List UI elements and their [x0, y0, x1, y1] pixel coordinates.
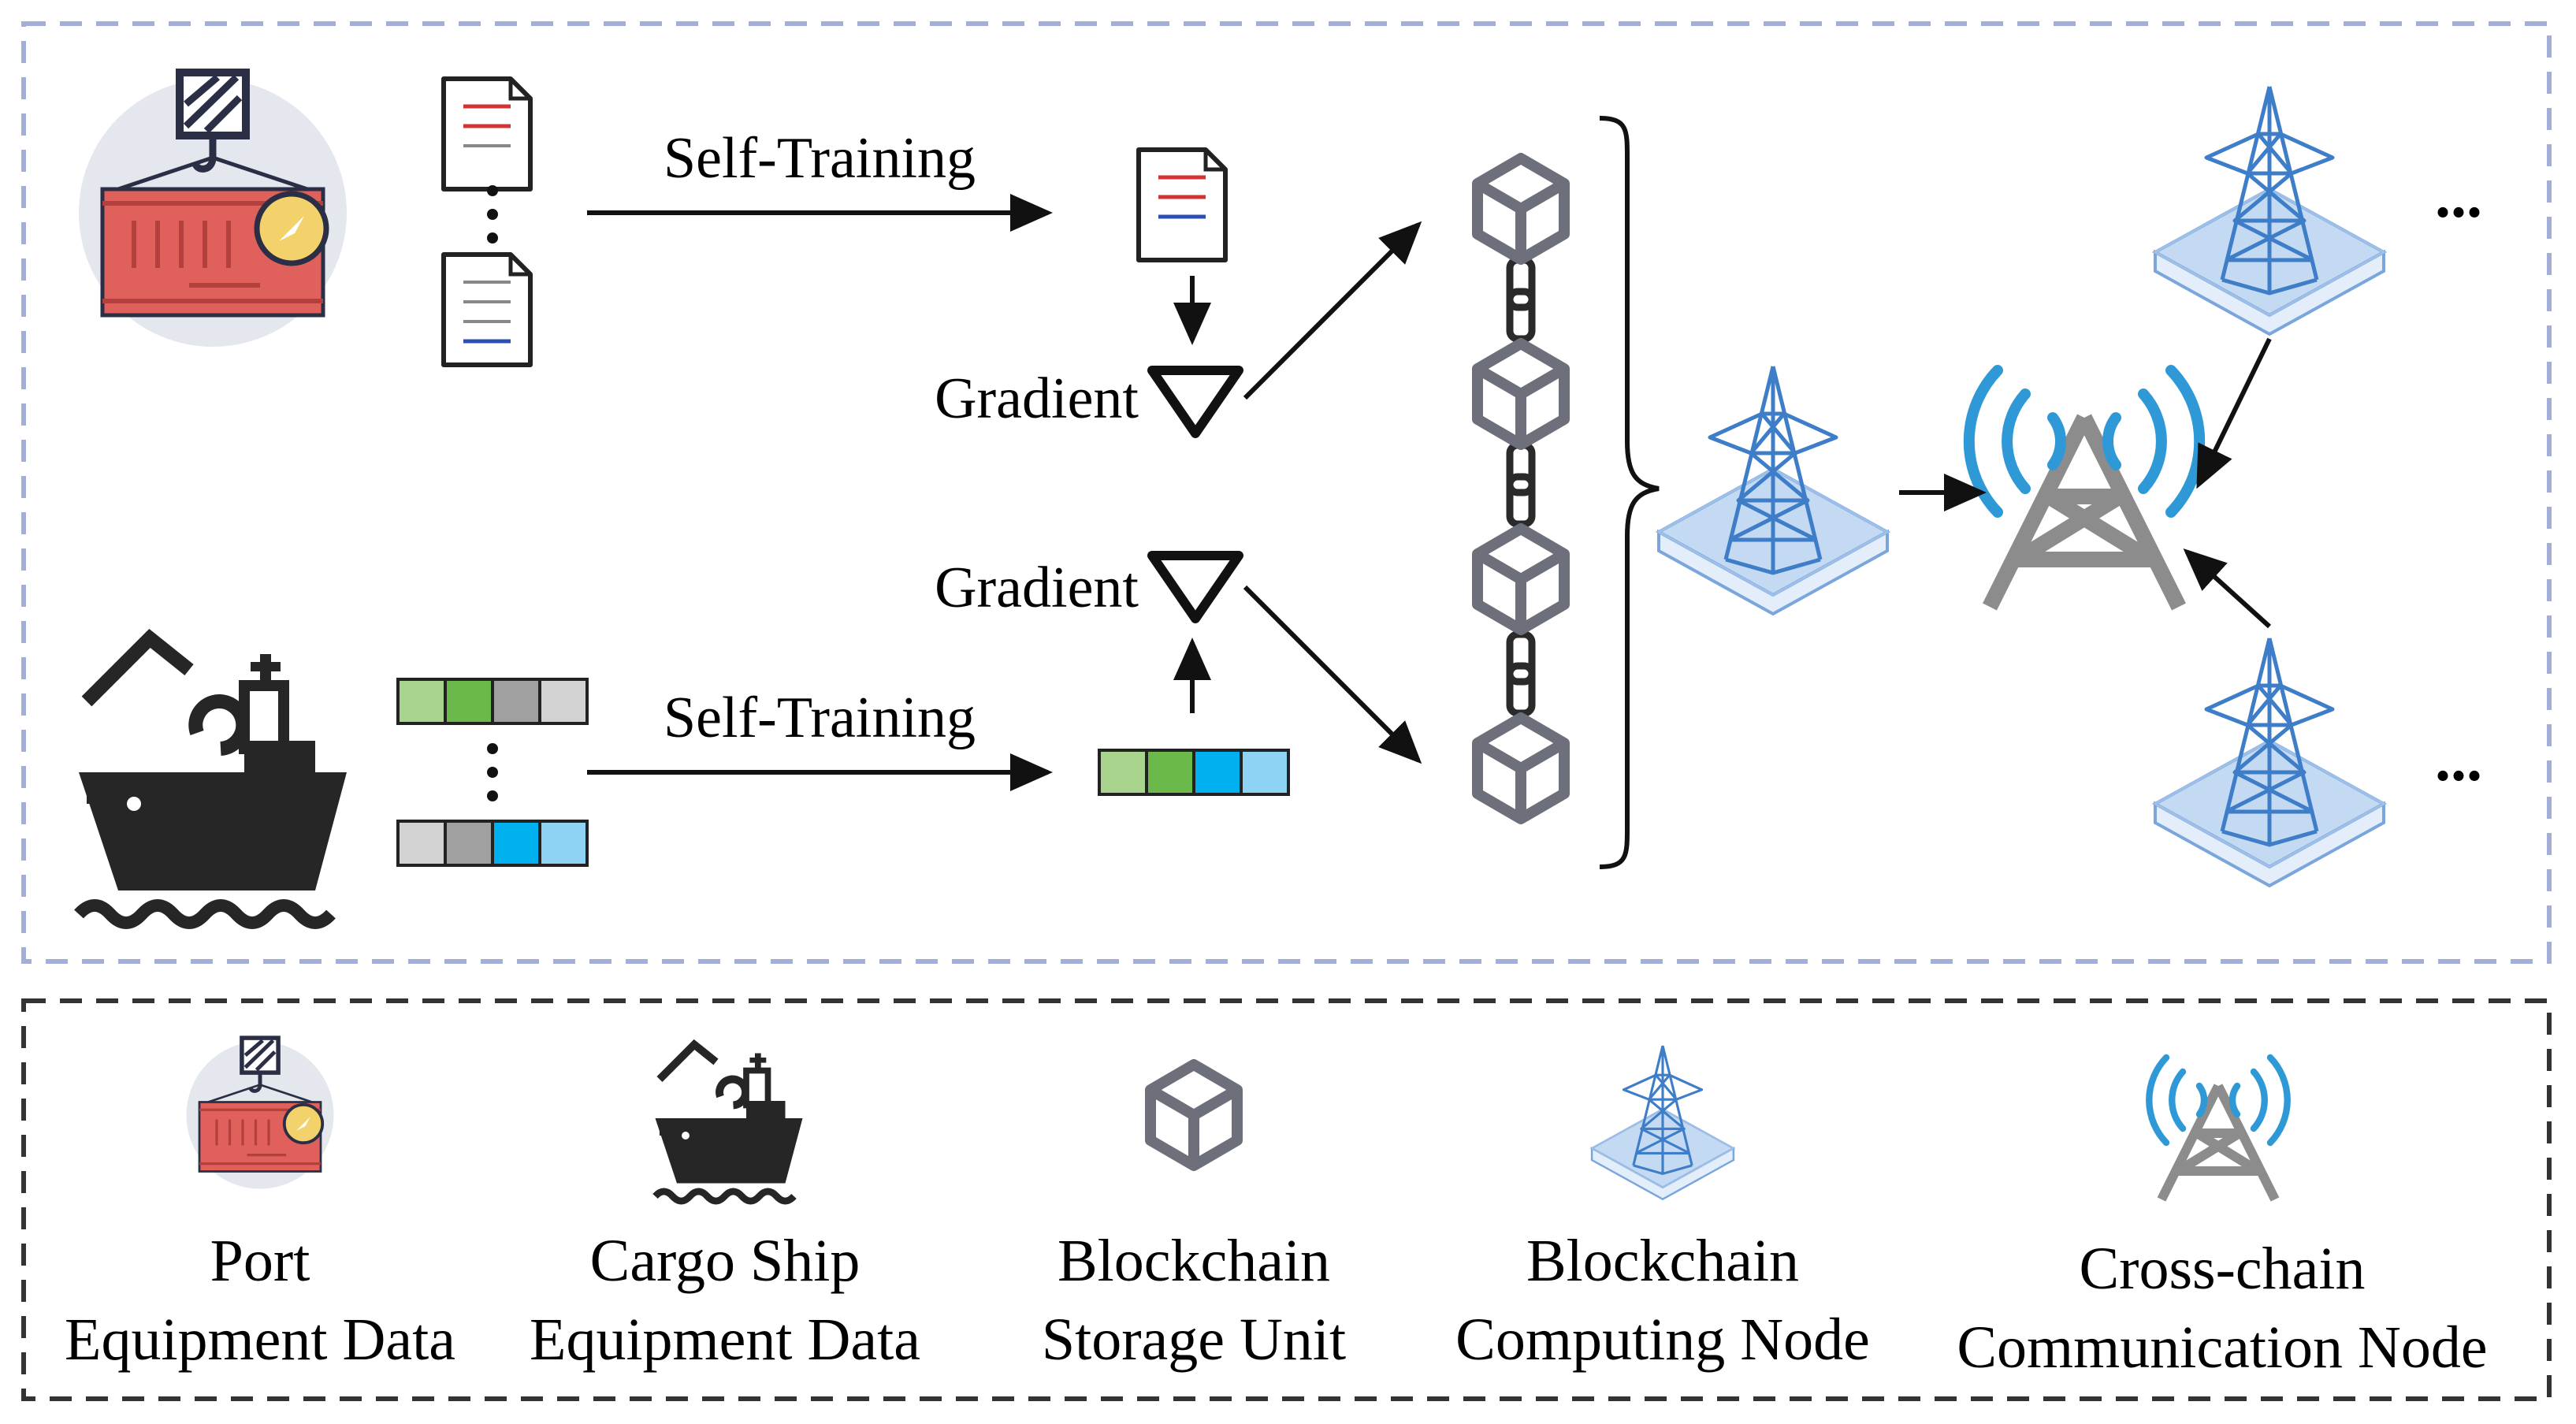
bottom-node-to-tower-arrow: [2183, 548, 2272, 629]
feature-cell: [491, 820, 541, 867]
legend-port-line1: Port: [210, 1228, 310, 1294]
legend-ship-line1: Cargo Ship: [590, 1228, 861, 1294]
legend-computing-node-icon: [1590, 1044, 1735, 1201]
feature-cell: [1192, 749, 1243, 796]
top-self-training-label: Self-Training: [664, 126, 976, 191]
legend-computing-line1: Blockchain: [1526, 1228, 1799, 1294]
cross-chain-tower: [1969, 370, 2199, 607]
ship-feature-vectors: [396, 678, 589, 867]
feature-vector-bottom: [396, 820, 589, 867]
top-gradient-label: Gradient: [935, 366, 1139, 431]
top-node-to-tower-arrow: [2196, 337, 2272, 489]
legend-frame: [21, 998, 2552, 1401]
feature-cell: [396, 678, 447, 725]
feature-cell: [538, 820, 589, 867]
feature-cell: [396, 820, 447, 867]
bottom-gradient-label: Gradient: [935, 556, 1139, 620]
bottom-gradient-to-chain-arrow: [1243, 585, 1422, 764]
blockchain-cube: [1478, 718, 1564, 819]
legend-port-icon: [187, 1038, 334, 1188]
feature-cell: [538, 678, 589, 725]
legend: Port Equipment Data Cargo Ship Equipment…: [65, 1038, 2488, 1381]
chain-link: [1510, 477, 1532, 524]
feature-cell: [1145, 749, 1195, 796]
port-data-documents: [444, 79, 530, 365]
chain-link: [1510, 292, 1532, 339]
blockchain: [1478, 158, 1564, 819]
bottom-gradient-symbol: [1147, 551, 1243, 623]
legend-cube-icon: [1150, 1065, 1237, 1166]
computing-node-center: [1659, 366, 1887, 614]
top-gradient-symbol: [1147, 366, 1243, 438]
top-ellipsis: ...: [2435, 162, 2482, 231]
workflow-frame: [21, 21, 2552, 964]
curly-brace: [1599, 116, 1660, 869]
feature-cell: [444, 820, 494, 867]
computing-node-top-right: [2155, 87, 2384, 334]
legend-cross-chain-icon: [2149, 1058, 2287, 1199]
port-equipment-icon: [79, 73, 347, 347]
legend-port-line2: Equipment Data: [65, 1307, 455, 1373]
top-gradient-to-chain-arrow: [1243, 221, 1422, 400]
legend-crosschain-line1: Cross-chain: [2079, 1236, 2365, 1302]
feature-cell: [491, 678, 541, 725]
bottom-ellipsis: ...: [2435, 725, 2482, 794]
computing-node-bottom-right: [2155, 638, 2384, 886]
legend-computing-line2: Computing Node: [1455, 1307, 1870, 1373]
feature-vector-top: [396, 678, 589, 725]
feature-cell: [1098, 749, 1148, 796]
bottom-self-training-label: Self-Training: [664, 686, 976, 750]
legend-ship-icon: [656, 1045, 803, 1202]
cargo-ship-icon: [79, 638, 347, 923]
blockchain-cube: [1478, 344, 1564, 444]
top-output-document: [1139, 150, 1225, 260]
legend-storage-line2: Storage Unit: [1042, 1307, 1346, 1373]
feature-cell: [1240, 749, 1290, 796]
legend-ship-line2: Equipment Data: [530, 1307, 920, 1373]
blockchain-cube: [1478, 529, 1564, 630]
output-feature-vector: [1098, 749, 1290, 796]
feature-cell: [444, 678, 494, 725]
legend-crosschain-line2: Communication Node: [1957, 1314, 2487, 1381]
legend-storage-line1: Blockchain: [1058, 1228, 1330, 1294]
blockchain-cube: [1478, 158, 1564, 259]
chain-link: [1510, 666, 1532, 713]
